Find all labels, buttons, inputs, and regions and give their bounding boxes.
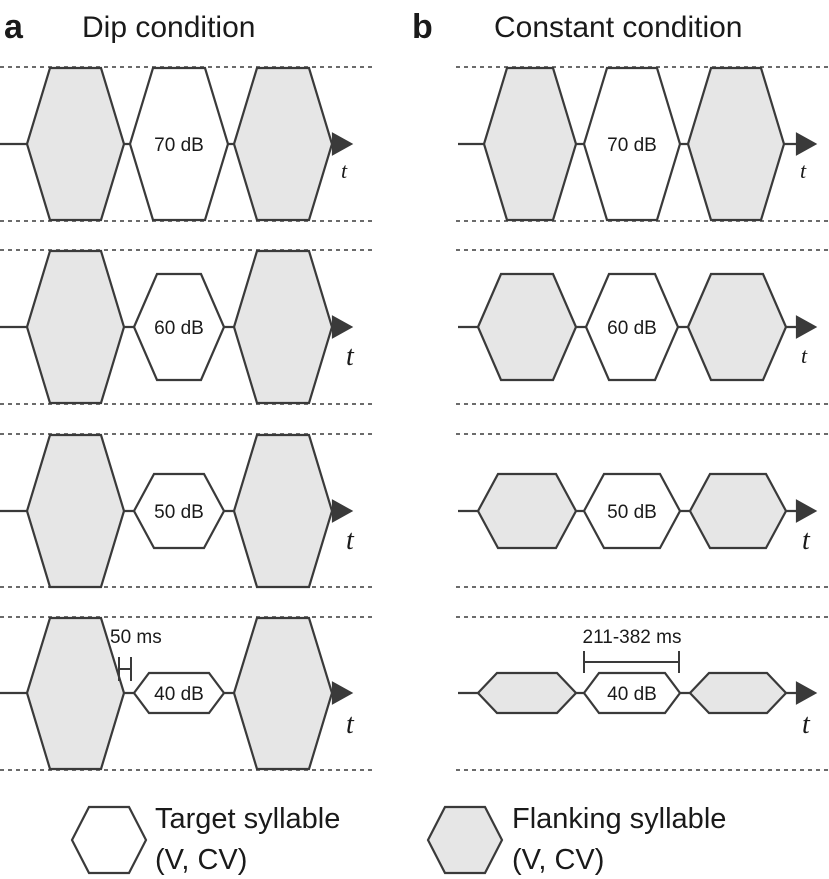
time-arrow [331,681,354,705]
flanking-syllable-right [232,66,334,222]
time-arrow [331,315,354,339]
target-syllable [582,66,682,222]
target-syllable [128,66,230,222]
time-arrow [331,499,354,523]
gap-duration-label: 50 ms [110,627,162,648]
legend-target-line2: (V, CV) [155,844,247,876]
legend: Target syllable (V, CV) Flanking syllabl… [70,803,726,876]
flanking-syllable-left [482,66,578,222]
flanking-syllable-right [686,272,788,382]
row1-dip: 70 dB t [0,66,354,222]
time-label: t [346,709,355,740]
level-label: 60 dB [607,318,657,339]
level-label: 40 dB [607,684,657,705]
flanking-syllable-right [232,616,334,771]
target-syllable [584,272,680,382]
time-arrow [795,499,818,523]
flanking-syllable-left [476,272,578,382]
time-label: t [800,158,807,183]
row2-dip: 60 dB t [0,249,355,405]
row2-constant: 60 dB t [458,272,818,382]
flanking-syllable-right [232,433,334,589]
flanking-syllable-left [476,671,578,715]
span-bracket [583,651,680,673]
flanking-syllable-left [476,472,578,550]
time-arrow [795,315,818,339]
flanking-syllable-left [25,66,126,222]
time-arrow [331,132,354,156]
gap-bracket [118,657,132,681]
level-label: 40 dB [154,684,204,705]
legend-flanking-line2: (V, CV) [512,844,604,876]
time-arrow [795,681,818,705]
level-label: 50 dB [607,502,657,523]
level-label: 70 dB [607,135,657,156]
target-syllable [132,671,226,715]
row4-dip: 40 dB t 50 ms [0,616,355,771]
legend-flanking-line1: Flanking syllable [512,803,726,835]
panel-b-letter: b [412,8,433,46]
time-label: t [802,525,811,556]
target-syllable [132,472,226,550]
flanking-syllable-left [25,249,126,405]
target-syllable [582,671,682,715]
time-label: t [346,525,355,556]
level-label: 70 dB [154,135,204,156]
flanking-syllable-left [25,616,126,771]
time-label: t [341,158,348,183]
panel-a-letter: a [4,8,24,46]
time-label: t [802,709,811,740]
time-arrow [795,132,818,156]
flanking-syllable-right [688,671,788,715]
panel-a-title: Dip condition [82,11,255,44]
panel-b-title: Constant condition [494,11,743,44]
flanking-syllable-right [686,66,786,222]
target-syllable [582,472,682,550]
row4-constant: 40 dB t 211-382 ms [458,627,818,740]
row3-constant: 50 dB t [458,472,818,556]
flanking-syllable-right [688,472,788,550]
row3-dip: 50 dB t [0,433,355,589]
time-label: t [801,343,808,368]
target-syllable [132,272,226,382]
level-label: 50 dB [154,502,204,523]
row1-constant: 70 dB t [458,66,818,222]
span-duration-label: 211-382 ms [583,627,682,648]
legend-target-line1: Target syllable [155,803,340,835]
legend-flanking-swatch [426,805,504,875]
flanking-syllable-left [25,433,126,589]
legend-target-swatch [70,805,148,875]
flanking-syllable-right [232,249,334,405]
level-label: 60 dB [154,318,204,339]
time-label: t [346,341,355,372]
